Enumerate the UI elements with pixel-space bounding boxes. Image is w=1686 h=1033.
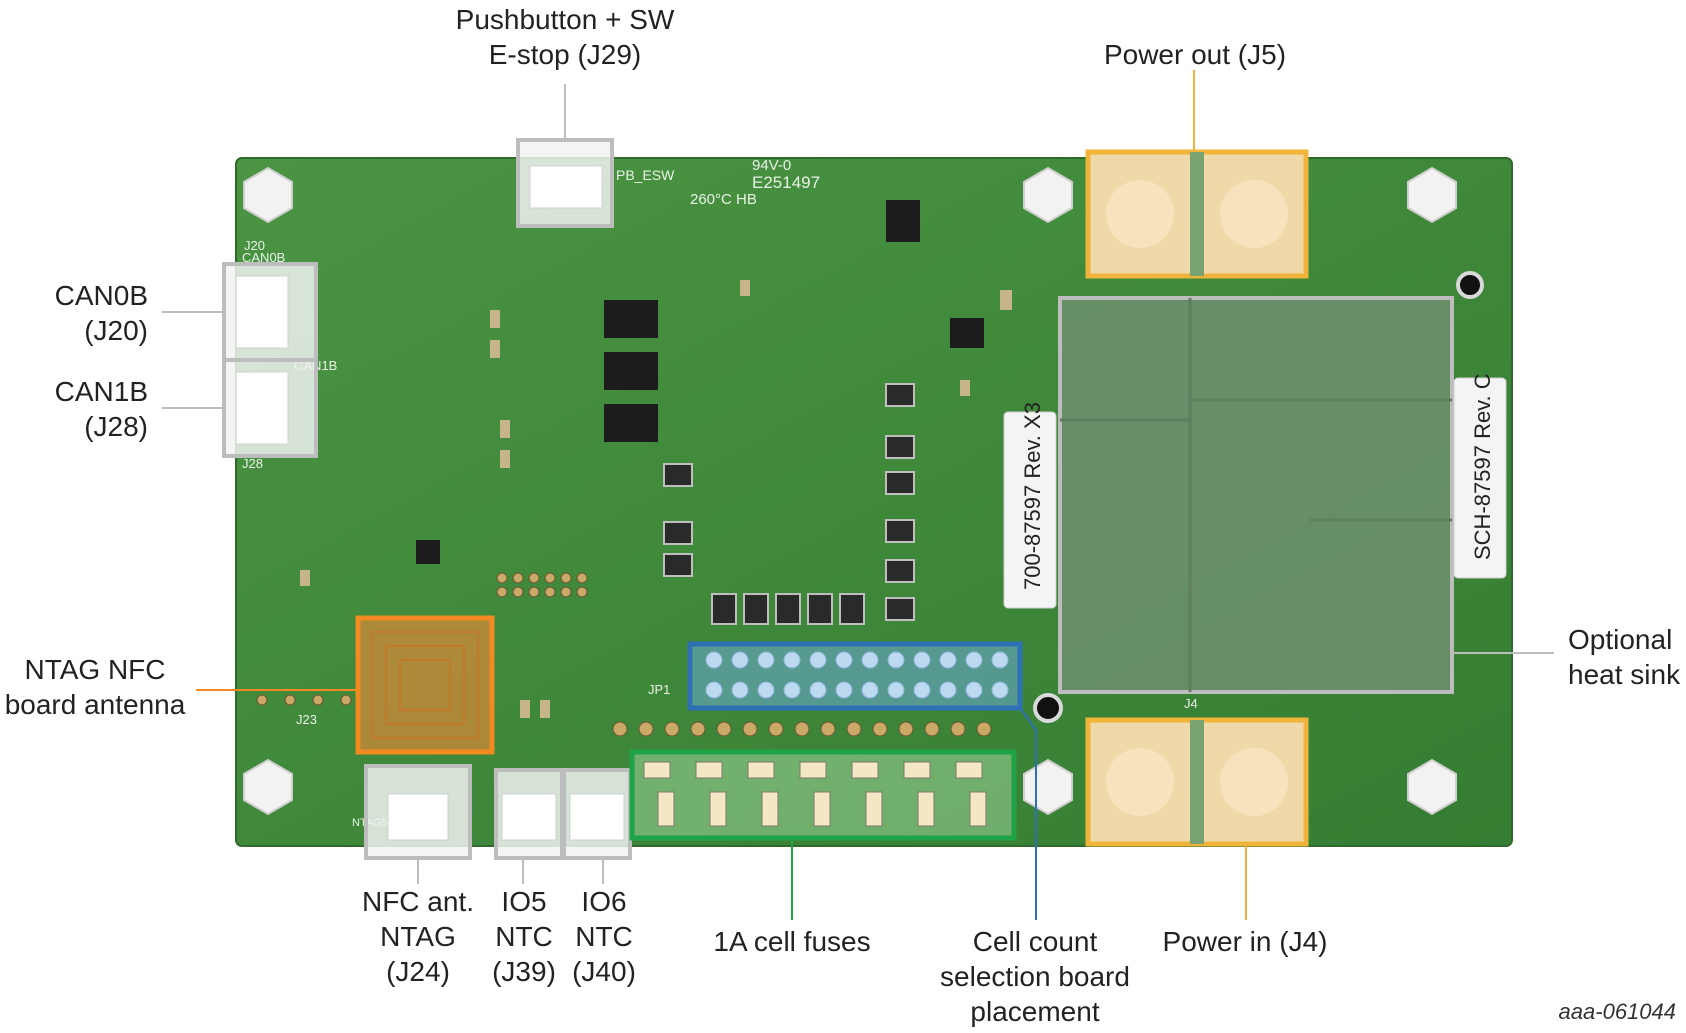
label-io5: IO5 NTC (J39) (492, 886, 556, 987)
label-io6: IO6 NTC (J40) (572, 886, 636, 987)
label-cell-fuses: 1A cell fuses (713, 926, 871, 957)
connector-j20 (222, 262, 318, 362)
board-hole (1033, 693, 1063, 723)
rev-sticker-x3: 700-87597 Rev. X3 (1003, 402, 1057, 609)
cell-fuses (629, 749, 1017, 841)
label-power-in: Power in (J4) (1162, 926, 1328, 957)
label-cell-count: Cell count selection board placement (940, 926, 1130, 1027)
leader-lines (162, 70, 1554, 920)
smd-caps (300, 280, 1012, 718)
smd-resistors (663, 383, 915, 625)
silk-temp: 260°C HB (690, 191, 757, 208)
label-nfc-ant: NFC ant. NTAG (J24) (361, 886, 475, 987)
connector-j29 (516, 138, 614, 228)
silk-j23: J23 (296, 712, 317, 727)
header-pins-small (256, 572, 588, 706)
label-can0b: CAN0B (J20) (54, 280, 148, 346)
silk-pb-esw: PB_ESW (616, 167, 675, 183)
svg-text:SCH-87597 Rev. C: SCH-87597 Rev. C (1470, 373, 1495, 560)
figure-id: aaa-061044 (1558, 999, 1676, 1024)
power-in-terminal (1085, 717, 1309, 847)
board-hole (1456, 271, 1484, 299)
label-power-out: Power out (J5) (1103, 39, 1287, 70)
svg-text:700-87597 Rev. X3: 700-87597 Rev. X3 (1020, 402, 1045, 590)
connector-j28 (222, 358, 318, 458)
connector-j40 (562, 768, 632, 860)
heat-sink (1058, 296, 1454, 694)
label-ntag-nfc: NTAG NFC board antenna (4, 654, 186, 720)
connector-j39 (494, 768, 564, 860)
header-pins (612, 721, 992, 737)
silk-ul: 94V-0 (752, 157, 791, 174)
power-out-terminal (1085, 149, 1309, 279)
mounting-posts (243, 166, 1457, 816)
nfc-antenna (355, 615, 495, 755)
silk-jp1: JP1 (648, 682, 670, 697)
cell-count-header (687, 641, 1023, 711)
silk-j4: J4 (1184, 696, 1198, 711)
silk-can0b: CAN0B (242, 250, 285, 265)
rev-sticker-c: SCH-87597 Rev. C (1453, 373, 1507, 579)
label-pushbutton: Pushbutton + SW E-stop (J29) (455, 4, 675, 70)
ic-chips (416, 200, 984, 564)
silk-j20: J20 (244, 238, 265, 253)
silk-e-no: E251497 (752, 173, 820, 192)
silk-j28: J28 (242, 456, 263, 471)
connector-j24 (364, 764, 472, 860)
label-can1b: CAN1B (J28) (54, 376, 148, 442)
label-optional-heat-sink: Optional heat sink (1568, 624, 1681, 690)
